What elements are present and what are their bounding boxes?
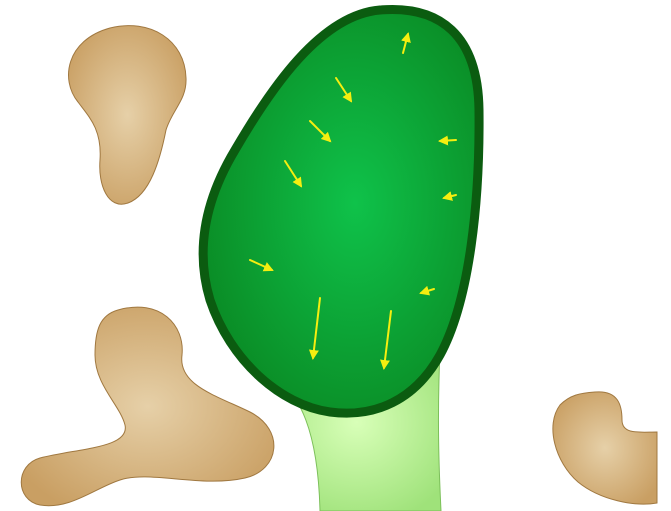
yellow-arrow-icon-5 [440, 140, 456, 141]
tan-blob-top-left [69, 26, 187, 205]
green-cell-body [203, 9, 479, 413]
tan-blob-bottom-right [553, 392, 657, 504]
